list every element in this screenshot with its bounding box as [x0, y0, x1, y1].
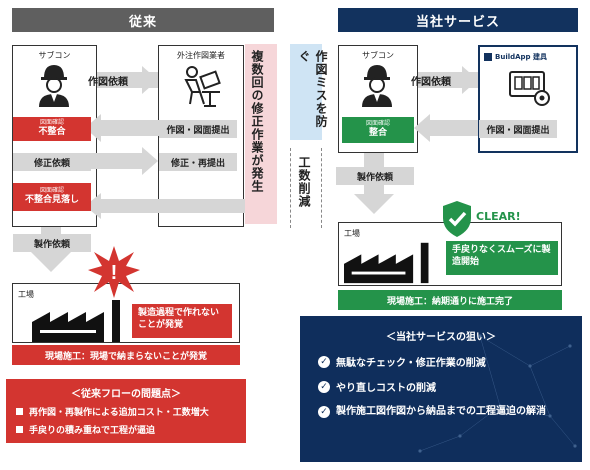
- left-arrow-3-shaft: [91, 153, 146, 169]
- white-band: [290, 148, 322, 228]
- left-alert-box: 製造過程で作れないことが発覚: [132, 304, 232, 338]
- problem-item-1-text: 再作図・再製作による追加コスト・工数増大: [29, 408, 209, 418]
- problem-item-1: 再作図・再製作による追加コスト・工数増大: [16, 405, 209, 418]
- left-check-1: 図面確認不整合: [13, 117, 91, 141]
- right-arrow-2-head: [414, 114, 430, 142]
- check-circle-icon: ✓: [318, 380, 330, 393]
- right-down-arrow-head: [354, 194, 394, 214]
- shield-check-icon: [443, 201, 471, 237]
- problem-item-2-text: 手戻りの積み重ねで工程が逼迫: [29, 426, 156, 436]
- pink-band-text: 複数回の修正作業が発生: [250, 50, 264, 193]
- aim-item-2-text: やり直しコストの削減: [336, 383, 436, 394]
- right-check-small: 図面確認: [365, 120, 390, 128]
- buildapp-icon: [509, 71, 550, 106]
- left-header-title: 従来: [128, 14, 157, 30]
- right-subcon-label: サブコン: [362, 51, 394, 60]
- aim-item-3: ✓ 製作施工図作図から納品までの工程逼迫の解消: [318, 404, 568, 419]
- left-flow-submit: 作図・図面提出: [159, 120, 237, 138]
- check-circle-icon: ✓: [318, 406, 330, 418]
- right-flow-request: 作図依頼: [411, 76, 451, 88]
- left-check-2-small: 図面確認: [39, 187, 64, 195]
- aim-item-2: ✓ やり直しコストの削減: [318, 379, 436, 394]
- left-factory-label: 工場: [18, 290, 34, 299]
- right-header-title: 当社サービス: [415, 14, 500, 30]
- left-arrow-2-shaft: [97, 120, 159, 136]
- problem-item-2: 手戻りの積み重ねで工程が逼迫: [16, 423, 155, 436]
- buildapp-logo-mark: [484, 53, 492, 61]
- designer-icon: [184, 66, 221, 107]
- worker-icon: [39, 65, 69, 107]
- clear-text: CLEAR!: [476, 210, 521, 223]
- aim-item-1-text: 無駄なチェック・修正作業の削減: [336, 358, 486, 369]
- factory-icon: [32, 300, 120, 342]
- smooth-box: 手戻りなくスムーズに製造開始: [446, 241, 558, 275]
- problem-box: [6, 379, 246, 443]
- left-subcon-label: サブコン: [38, 51, 71, 60]
- aim-item-1: ✓ 無駄なチェック・修正作業の削減: [318, 354, 486, 369]
- right-site-bar: 現場施工：納期通りに施工完了: [338, 290, 562, 310]
- left-check-2: 図面確認不整合見落し: [13, 183, 91, 211]
- blue-band-text: 作図ミスを防ぐ: [297, 50, 328, 128]
- network-decoration: [418, 334, 577, 453]
- alert-burst-icon: !: [88, 246, 140, 298]
- left-arrow-4-shaft: [97, 199, 247, 213]
- right-arrow-1-head: [462, 66, 478, 94]
- buildapp-logo: BuildApp 建具: [484, 52, 547, 62]
- left-flow-resubmit: 修正・再提出: [159, 153, 237, 171]
- problem-title: ＜従来フローの問題点＞: [71, 389, 181, 400]
- right-flow-submit: 作図・図面提出: [479, 120, 557, 138]
- aim-item-3-text: 製作施工図作図から納品までの工程逼迫の解消: [336, 406, 546, 417]
- left-header: 従来: [12, 8, 274, 32]
- left-arrow-3-head: [142, 147, 158, 175]
- blue-band: [290, 44, 322, 140]
- white-band-text: 工数削減: [297, 156, 311, 208]
- square-bullet-icon: [16, 408, 23, 415]
- left-flow-production: 製作依頼: [13, 234, 91, 252]
- check-circle-icon: ✓: [318, 355, 330, 368]
- worker-icon: [362, 65, 392, 107]
- left-flow-request: 作図依頼: [88, 76, 128, 88]
- square-bullet-icon: [16, 426, 23, 433]
- right-arrow-2-shaft: [426, 120, 478, 136]
- right-flow-production: 製作依頼: [336, 167, 414, 185]
- aim-title: ＜当社サービスの狙い＞: [386, 332, 496, 343]
- outsource-label: 外注作図業者: [177, 51, 225, 60]
- left-arrow-4-head: [85, 193, 101, 219]
- left-down-arrow-head: [31, 252, 71, 272]
- pink-band: [245, 44, 277, 224]
- left-site-bar: 現場施工：現場で納まらないことが発覚: [12, 345, 240, 365]
- left-arrow-1-head: [142, 66, 158, 94]
- left-flow-fix-request: 修正依頼: [13, 153, 91, 171]
- right-factory-label: 工場: [344, 229, 360, 238]
- left-check-1-small: 図面確認: [39, 119, 64, 127]
- right-header: 当社サービス: [338, 8, 578, 32]
- svg-text:!: !: [111, 262, 118, 284]
- left-check-2-main: 不整合見落し: [24, 195, 79, 206]
- right-check: 図面確認整合: [342, 117, 414, 143]
- factory-icon: [344, 242, 429, 284]
- aim-box: [300, 316, 582, 462]
- buildapp-logo-text: BuildApp 建具: [495, 53, 548, 61]
- left-arrow-2-head: [85, 114, 101, 142]
- left-check-1-main: 不整合: [38, 127, 66, 138]
- right-check-main: 整合: [368, 128, 387, 139]
